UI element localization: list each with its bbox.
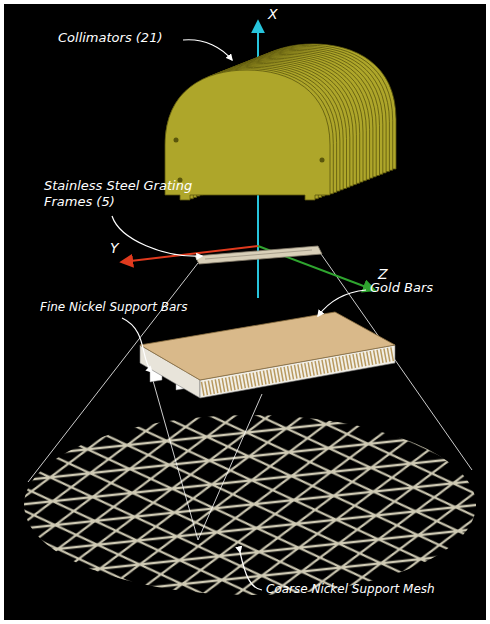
leader-lines: [112, 40, 366, 590]
axis-label: X: [268, 6, 278, 24]
grating-block: [140, 312, 395, 398]
axis-label: Y: [110, 240, 119, 258]
part-label: Coarse Nickel Support Mesh: [266, 582, 435, 597]
coarse-mesh: [24, 415, 476, 595]
part-label: Fine Nickel Support Bars: [40, 300, 187, 315]
background: [4, 4, 486, 620]
grating-frame: [195, 246, 322, 264]
collimator-stack: [165, 44, 396, 200]
projection-lines: [28, 254, 472, 540]
axis-label: Z: [378, 266, 388, 284]
part-label: Collimators (21): [58, 30, 162, 46]
part-label: Stainless Steel Grating Frames (5): [44, 178, 194, 211]
part-label: Gold Bars: [370, 280, 433, 296]
